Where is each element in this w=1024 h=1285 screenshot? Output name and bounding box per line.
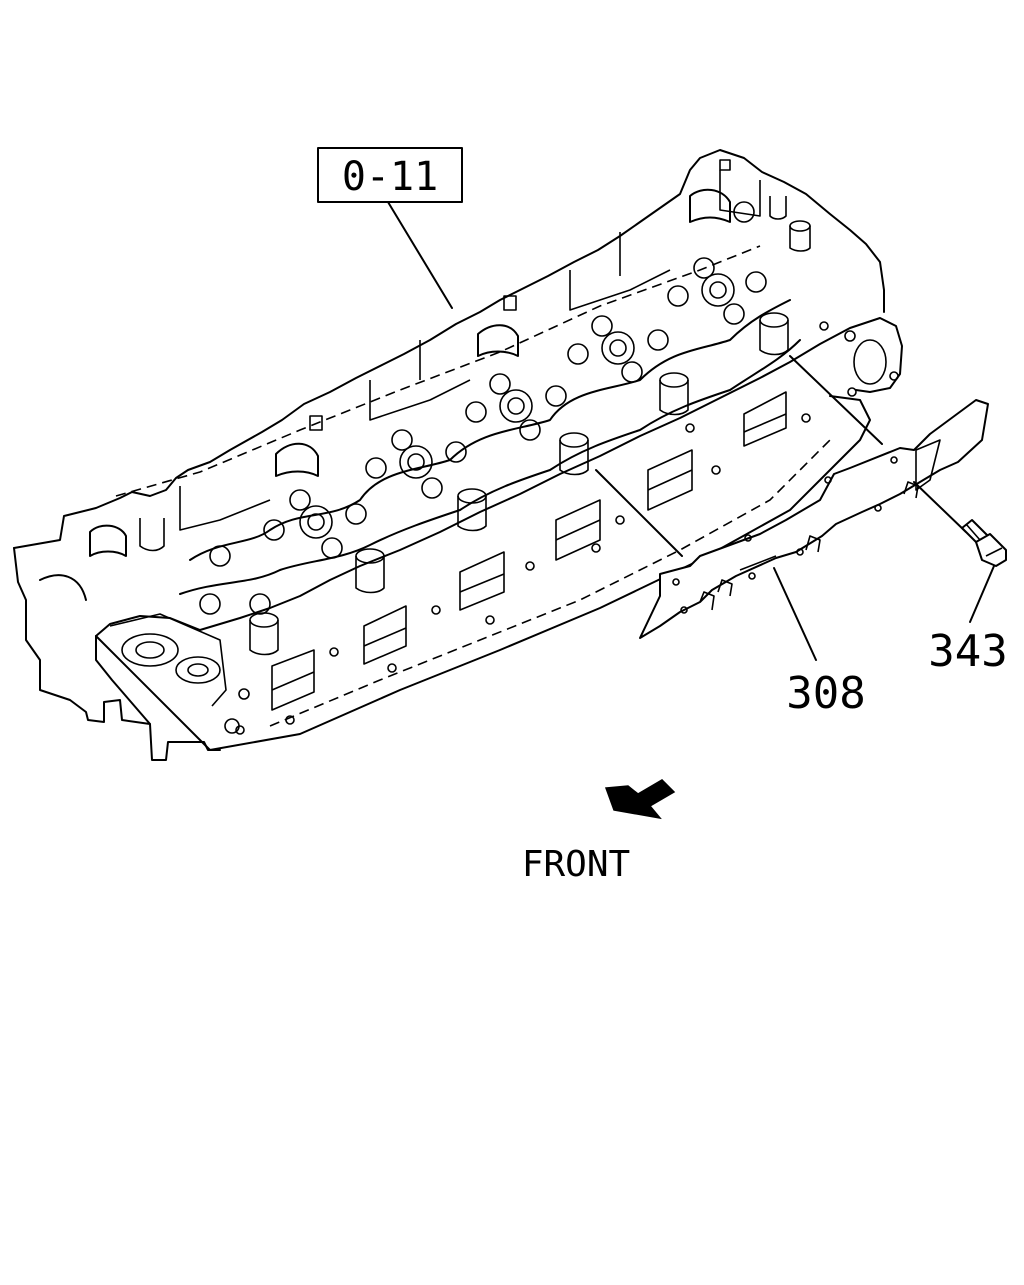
bolt-343 (913, 481, 1007, 567)
part-label-343: 343 (928, 626, 1007, 677)
reference-box-frame (317, 147, 463, 203)
reference-box: 0-11 (317, 147, 463, 309)
front-direction: FRONT (522, 779, 676, 885)
reference-box-label: 0-11 (342, 154, 438, 200)
leader-line-308 (773, 567, 817, 661)
label-343-group: 343 (928, 565, 1008, 677)
leader-line-343 (969, 565, 995, 623)
gasket-308 (595, 355, 989, 639)
front-arrow-icon (604, 779, 676, 820)
reference-leader-line (387, 201, 453, 309)
front-label: FRONT (522, 844, 630, 885)
cylinder-head (13, 149, 903, 761)
label-308-group: 308 (773, 567, 866, 719)
part-label-308: 308 (786, 668, 865, 719)
